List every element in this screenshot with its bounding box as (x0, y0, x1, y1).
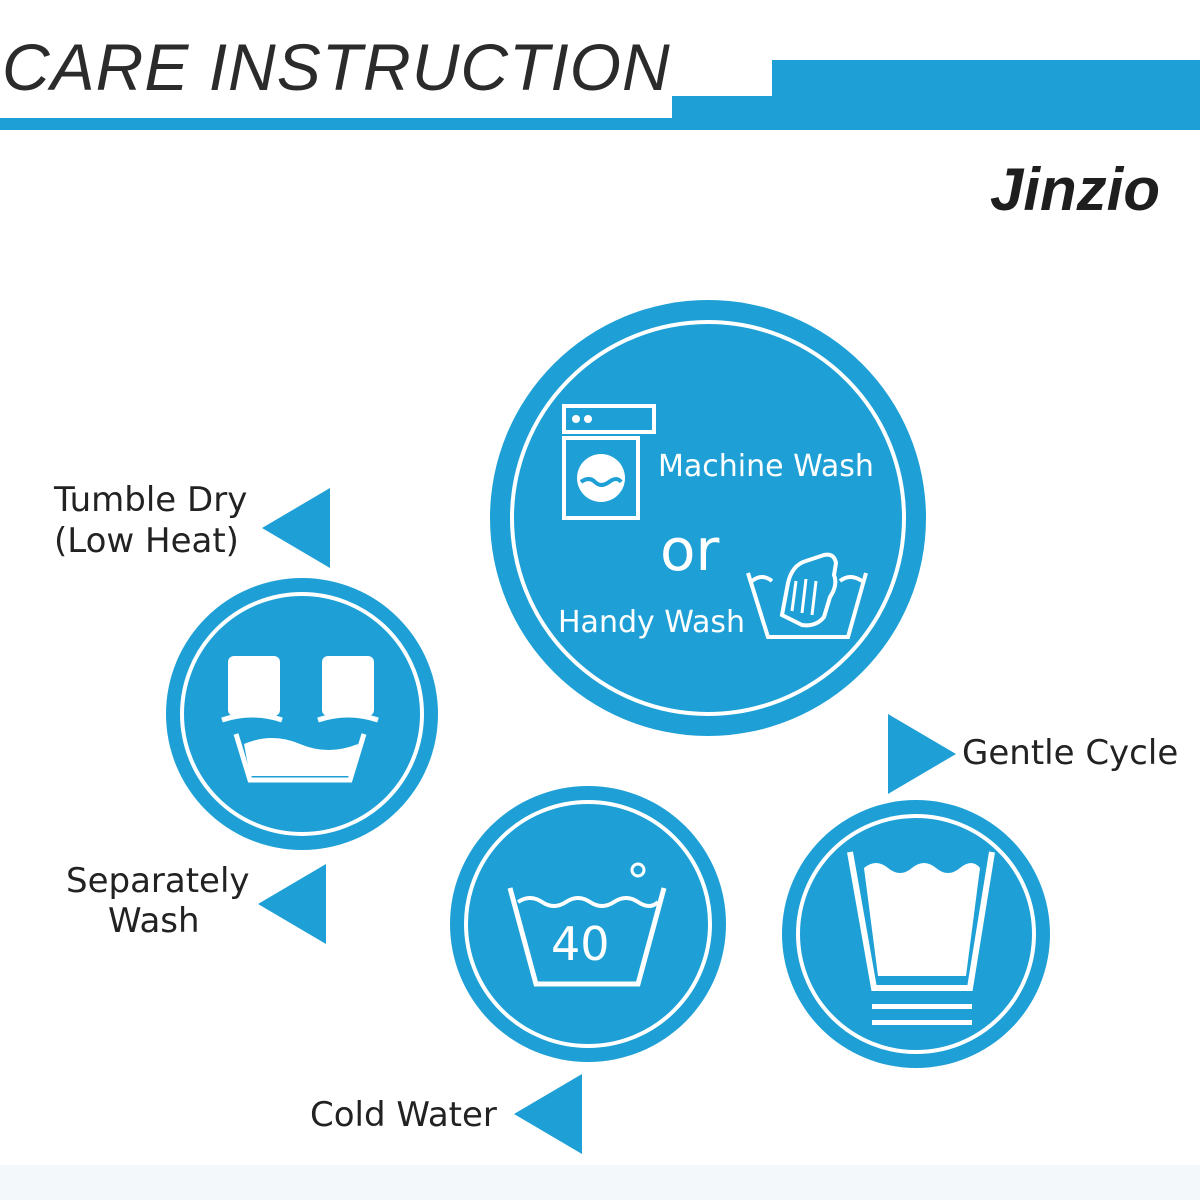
hand-wash-basin-icon (746, 552, 868, 639)
wash-40-icon (507, 862, 667, 987)
page-title: CARE INSTRUCTION (2, 30, 671, 104)
pointer-triangle-icon (514, 1074, 582, 1154)
or-label: or (660, 516, 720, 584)
badge-ring (464, 800, 712, 1048)
gentle-cycle-icon (847, 851, 995, 1025)
washing-machine-icon (562, 404, 656, 520)
badge-ring (796, 814, 1036, 1054)
handy-wash-label: Handy Wash (558, 605, 746, 640)
wash-temperature-badge (450, 786, 726, 1062)
temperature-value: 40 (551, 917, 610, 971)
separate-wash-icon (221, 656, 379, 783)
machine-wash-label: Machine Wash (658, 449, 874, 484)
header-accent-notch (672, 60, 772, 96)
brand-name: Jinzio (989, 156, 1160, 223)
footer-band (0, 1165, 1200, 1200)
pointer-triangle-icon (888, 714, 956, 794)
header-underline (0, 118, 1200, 130)
badge-ring (510, 320, 906, 716)
gentle-cycle-label: Gentle Cycle (962, 733, 1179, 773)
tumble-dry-label-line2: (Low Heat) (54, 521, 239, 561)
separate-wash-badge (166, 578, 438, 850)
pointer-triangle-icon (258, 864, 326, 944)
cold-water-label: Cold Water (310, 1095, 497, 1135)
separately-wash-label-line2: Wash (108, 901, 200, 941)
badge-ring (180, 592, 424, 836)
tumble-dry-label-line1: Tumble Dry (54, 480, 248, 520)
separately-wash-label-line1: Separately (66, 861, 250, 901)
pointer-triangle-icon (262, 488, 330, 568)
